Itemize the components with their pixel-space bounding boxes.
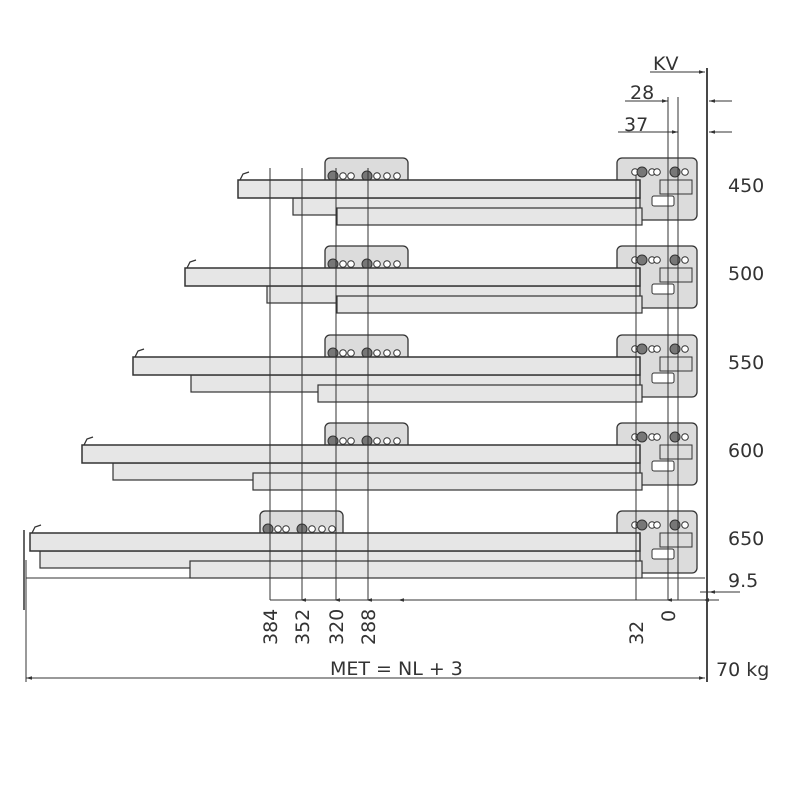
top-rail [237, 179, 641, 199]
mounting-hole [681, 521, 689, 529]
mounting-hole [339, 172, 347, 180]
mounting-hole [393, 172, 401, 180]
mounting-hole [373, 172, 381, 180]
rail-hook [186, 259, 197, 269]
mounting-hole [393, 437, 401, 445]
dim-28-label: 28 [630, 82, 654, 104]
latch-mechanism [651, 372, 675, 384]
dim-37-label: 37 [624, 114, 648, 136]
drawer-rows [23, 157, 698, 610]
mounting-hole [373, 260, 381, 268]
drawer-slide-row [184, 245, 698, 314]
drawer-slide-row [29, 510, 698, 579]
mounting-hole [347, 437, 355, 445]
bottom-rail [317, 384, 643, 403]
mounting-hole-filled [636, 431, 648, 443]
latch-mechanism [651, 283, 675, 295]
bottom-rail [336, 207, 643, 226]
mounting-hole [681, 168, 689, 176]
top-rail [184, 267, 641, 287]
mounting-hole [308, 525, 316, 533]
row-length-label: 650 [728, 528, 764, 550]
mounting-hole [328, 525, 336, 533]
mounting-hole [393, 260, 401, 268]
mounting-hole [653, 521, 661, 529]
mounting-hole [347, 349, 355, 357]
bottom-rail [189, 560, 643, 579]
top-rail [81, 444, 641, 464]
row-length-label: 500 [728, 263, 764, 285]
load-rating-label: 70 kg [716, 659, 769, 681]
row-length-label: 600 [728, 440, 764, 462]
rail-hook [134, 348, 145, 358]
top-rail [132, 356, 641, 376]
rail-hook [239, 171, 250, 181]
hole-position-label: 320 [326, 609, 348, 645]
latch-housing [659, 179, 693, 195]
mounting-hole [373, 437, 381, 445]
mounting-hole [681, 256, 689, 264]
latch-housing [659, 267, 693, 283]
mounting-hole [339, 437, 347, 445]
mounting-hole-filled [636, 343, 648, 355]
kv-label: KV [653, 53, 678, 75]
mounting-hole [274, 525, 282, 533]
dim-9-5-label: 9.5 [728, 570, 758, 592]
mounting-hole [383, 437, 391, 445]
row-length-label: 450 [728, 175, 764, 197]
mounting-hole [653, 168, 661, 176]
latch-housing [659, 444, 693, 460]
guide-lines [25, 68, 740, 682]
latch-mechanism [651, 460, 675, 472]
hole-position-label: 0 [658, 610, 680, 622]
latch-housing [659, 356, 693, 372]
mounting-hole-filled [636, 254, 648, 266]
mounting-hole [347, 260, 355, 268]
mounting-hole-filled [636, 519, 648, 531]
mounting-hole [393, 349, 401, 357]
drawer-slide-row [81, 422, 698, 491]
top-rail [29, 532, 641, 552]
mounting-hole [653, 345, 661, 353]
mounting-hole [318, 525, 326, 533]
hole-position-label: 288 [358, 609, 380, 645]
mounting-hole [282, 525, 290, 533]
row-length-label: 550 [728, 352, 764, 374]
mounting-hole [339, 260, 347, 268]
mounting-hole-filled [636, 166, 648, 178]
latch-mechanism [651, 195, 675, 207]
drawer-slide-row [132, 334, 698, 403]
mounting-hole [373, 349, 381, 357]
mounting-hole [339, 349, 347, 357]
bottom-rail [252, 472, 643, 491]
hole-position-label: 352 [292, 609, 314, 645]
latch-mechanism [651, 548, 675, 560]
hole-position-label: 32 [626, 621, 648, 645]
mounting-hole [347, 172, 355, 180]
latch-housing [659, 532, 693, 548]
rail-hook [31, 524, 42, 534]
mounting-hole [653, 433, 661, 441]
bottom-rail [336, 295, 643, 314]
mounting-hole [681, 345, 689, 353]
mounting-hole [383, 349, 391, 357]
met-formula-label: MET = NL + 3 [330, 658, 463, 680]
drawer-slide-row [237, 157, 698, 226]
rail-hook [83, 436, 94, 446]
mounting-hole [653, 256, 661, 264]
mounting-hole [681, 433, 689, 441]
mounting-hole [383, 260, 391, 268]
mounting-hole [383, 172, 391, 180]
hole-position-label: 384 [260, 609, 282, 645]
